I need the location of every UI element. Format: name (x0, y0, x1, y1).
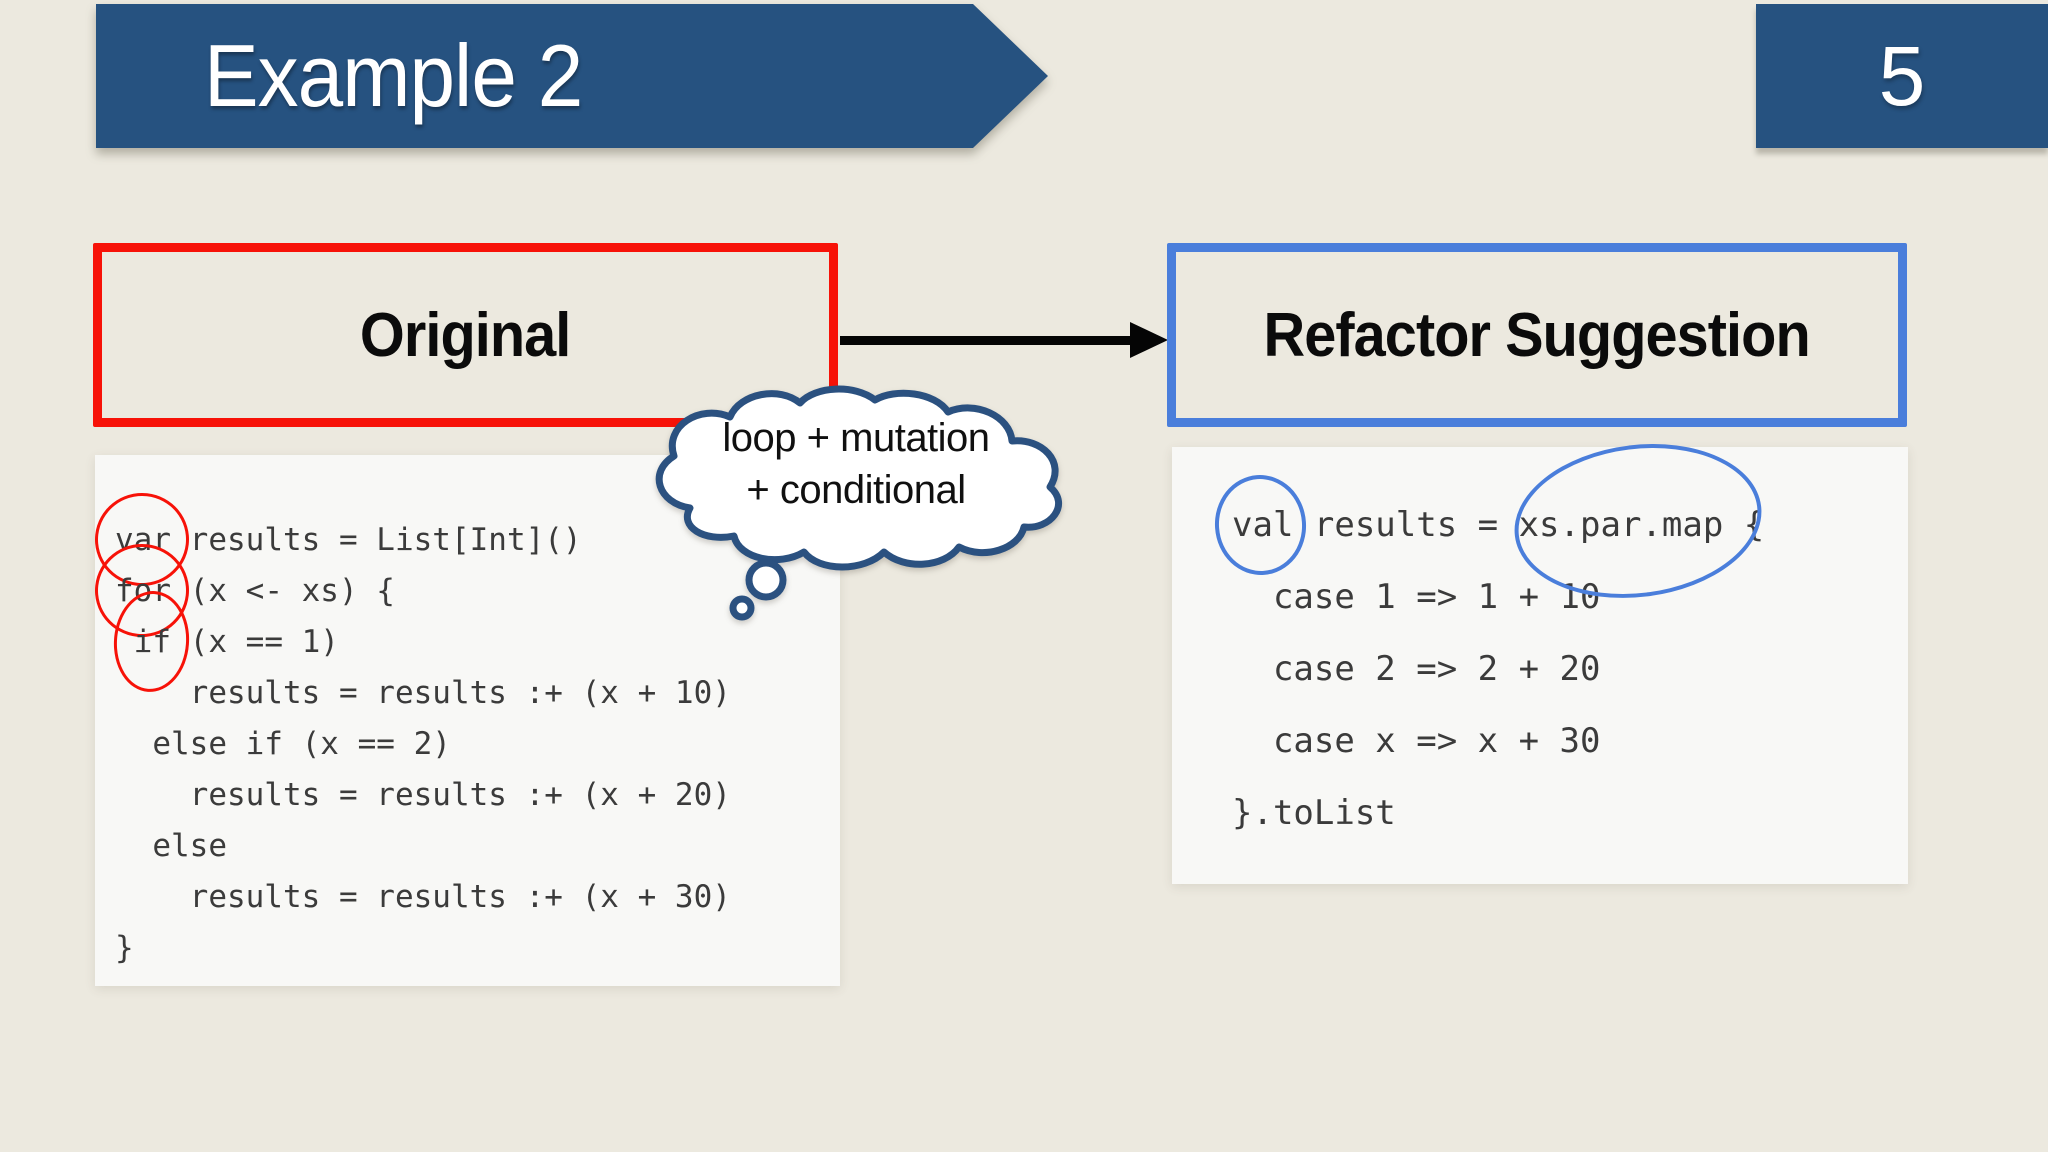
original-label: Original (360, 300, 571, 370)
slide-title: Example 2 (204, 26, 583, 125)
code-text: (x == 1) (171, 624, 339, 660)
cloud-shape (655, 385, 1063, 621)
cloud-text-line2: + conditional (746, 468, 966, 512)
cloud-annotation: loop + mutation + conditional (628, 412, 1084, 516)
code-line: for (x <- xs) { (115, 566, 840, 617)
thought-cloud: loop + mutation + conditional (628, 384, 1084, 632)
circled-var: var (115, 515, 171, 566)
code-text: results = List[Int]() (171, 522, 582, 558)
code-line: val results = xs.par.map { (1232, 489, 1908, 561)
code-line: results = results :+ (x + 10) (115, 675, 731, 711)
circled-val: val (1232, 489, 1293, 561)
connector-arrow-line (840, 336, 1135, 345)
code-line: else (115, 828, 227, 864)
code-text: (x <- xs) { (171, 573, 395, 609)
circled-if: if (134, 617, 171, 668)
code-line: if (x == 1) (115, 617, 840, 668)
code-line: else if (x == 2) (115, 726, 451, 762)
code-text: { (1723, 505, 1765, 545)
code-line: }.toList (1232, 793, 1396, 833)
code-block-refactor: val results = xs.par.map { case 1 => 1 +… (1172, 447, 1908, 884)
code-block-original: var results = List[Int]() for (x <- xs) … (95, 455, 840, 986)
code-text (115, 624, 134, 660)
code-line: case 1 => 1 + 10 (1232, 577, 1601, 617)
code-line: results = results :+ (x + 20) (115, 777, 731, 813)
refactor-box: Refactor Suggestion (1167, 243, 1907, 427)
connector-arrow-head-icon (1130, 322, 1168, 358)
cloud-text-line1: loop + mutation (722, 416, 990, 460)
circled-for: for (115, 566, 171, 617)
title-banner: Example 2 (96, 4, 1048, 148)
code-line: results = results :+ (x + 30) (115, 879, 731, 915)
banner-arrow-shape (96, 4, 1048, 148)
original-box: Original (93, 243, 838, 427)
page-number-box: 5 (1756, 4, 2048, 148)
code-line: case 2 => 2 + 20 (1232, 649, 1601, 689)
refactor-label: Refactor Suggestion (1263, 300, 1811, 370)
code-line: } (115, 930, 134, 966)
code-line: case x => x + 30 (1232, 721, 1601, 761)
circled-par-map: .par.map (1560, 489, 1724, 561)
code-line: var results = List[Int]() (115, 515, 840, 566)
code-text: results = xs (1293, 505, 1560, 545)
page-number: 5 (1878, 28, 1926, 123)
